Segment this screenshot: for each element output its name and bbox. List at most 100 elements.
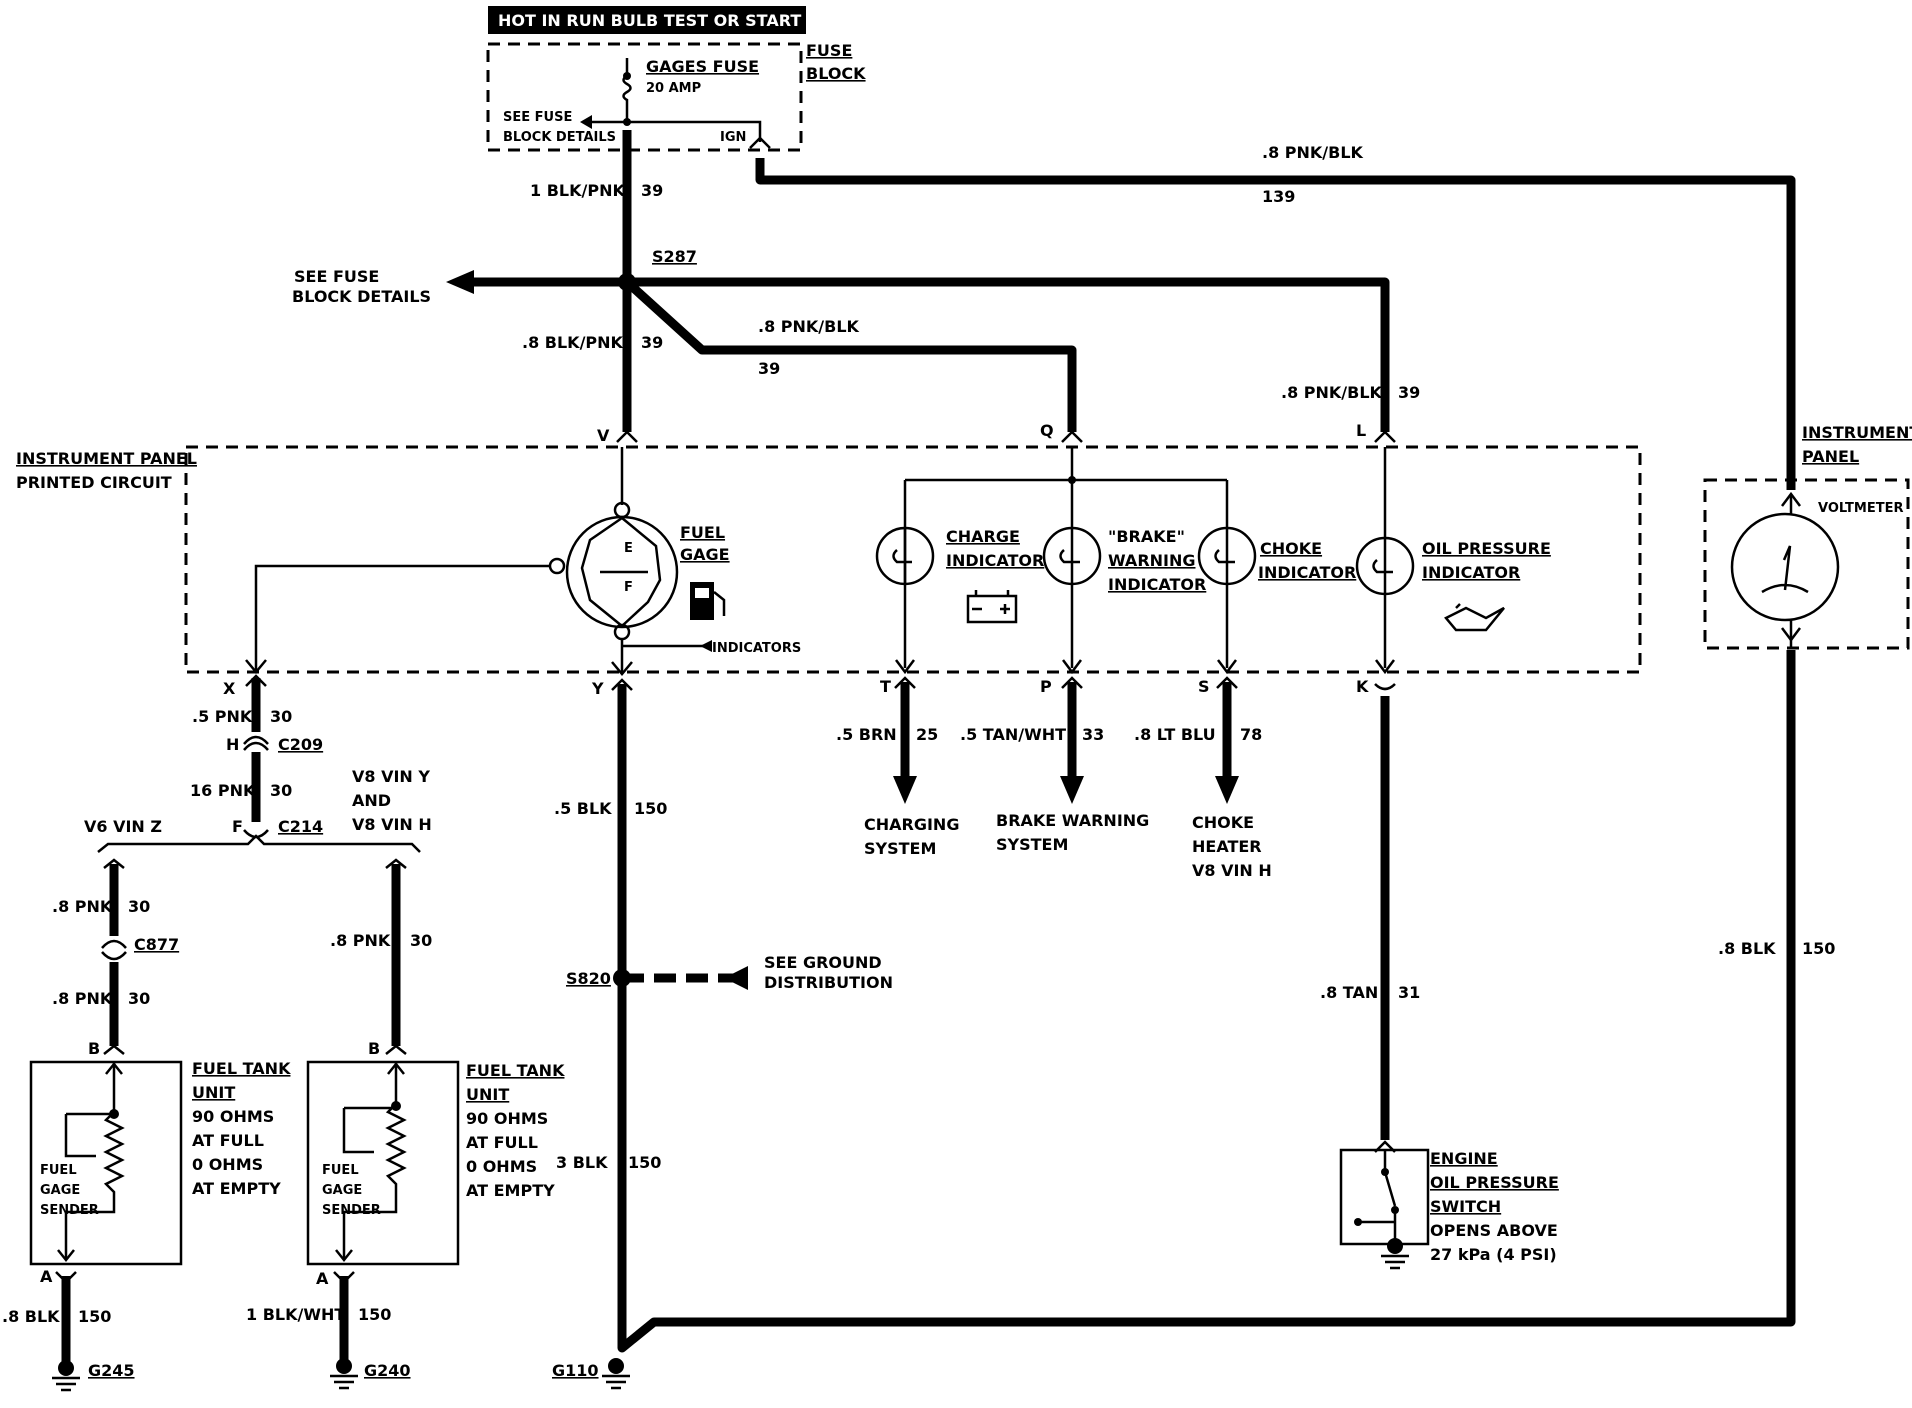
tank-1-top-arrow <box>105 1061 123 1075</box>
tank-1-pin-a: A <box>40 1267 53 1286</box>
voltmeter-label: VOLTMETER <box>1818 501 1903 516</box>
fuse-node-top <box>623 72 631 80</box>
wire-39-l-gauge: .8 PNK/BLK <box>1281 383 1383 402</box>
splice-s287-label: S287 <box>652 247 697 266</box>
connector-c209-label: C209 <box>278 735 323 754</box>
pin-p-connector <box>1061 676 1083 689</box>
wire-y-150 <box>617 650 1796 1353</box>
wire-g245-circuit: 150 <box>78 1307 111 1326</box>
tank-2-spec-2: AT FULL <box>466 1133 538 1152</box>
wire-139 <box>755 158 1796 490</box>
v6-top-connector <box>103 858 125 869</box>
pin-p-inner-arrow <box>1062 659 1082 675</box>
voltmeter-dial <box>1730 512 1840 622</box>
tank-2-title-1: FUEL TANK <box>466 1061 565 1080</box>
wire-139-circuit: 139 <box>1262 187 1295 206</box>
wire-139-gauge: .8 PNK/BLK <box>1262 143 1364 162</box>
wire-v8-circuit: 30 <box>410 931 432 950</box>
wire-v8-gauge: .8 PNK <box>330 931 391 950</box>
fuel-gage-f-mark: F <box>624 580 633 595</box>
voltmeter-panel-label-1: INSTRUMENT <box>1802 423 1912 442</box>
charging-system-label-1: CHARGING <box>864 815 959 834</box>
connector-c209 <box>243 735 269 751</box>
oil-switch-connector <box>1374 1140 1396 1153</box>
tank-1-spec-2: AT FULL <box>192 1131 264 1150</box>
pin-t-label: T <box>880 677 891 696</box>
choke-indicator-label-2: INDICATOR <box>1258 563 1356 582</box>
variant-v8-label-1: V8 VIN Y <box>352 767 430 786</box>
tank-2-pin-b: B <box>368 1039 380 1058</box>
oil-switch-note-2: 27 kPa (4 PSI) <box>1430 1245 1557 1264</box>
ground-g240-label: G240 <box>364 1361 411 1380</box>
tank-1-sender <box>64 1062 125 1258</box>
tank-2-spec-4: AT EMPTY <box>466 1181 555 1200</box>
oil-switch-node-1 <box>1381 1168 1389 1176</box>
wire-g240-gauge: 1 BLK/WHT <box>246 1305 345 1324</box>
brake-indicator-bulb <box>1042 526 1102 586</box>
tank-2-sender-label-1: FUEL <box>322 1163 359 1178</box>
indicators-arrowhead <box>700 640 712 652</box>
tank-2-title-2: UNIT <box>466 1085 509 1104</box>
brake-indicator-label-3: INDICATOR <box>1108 575 1206 594</box>
ground-see-2: DISTRIBUTION <box>764 973 893 992</box>
pin-s-label: S <box>1198 677 1210 696</box>
tank-1-sender-label-1: FUEL <box>40 1163 77 1178</box>
wire-t-circuit: 25 <box>916 725 938 744</box>
choke-bulb-filament <box>1214 549 1235 564</box>
banner-box <box>488 6 806 34</box>
tank-1-title-2: UNIT <box>192 1083 235 1102</box>
fuse-see-details-1: SEE FUSE <box>503 110 572 125</box>
brake-bulb-filament <box>1059 549 1080 564</box>
wire-v6-bottom-gauge: .8 PNK <box>52 989 113 1008</box>
fuel-gage-windings <box>580 516 662 627</box>
wire-39-q <box>623 278 1077 432</box>
choke-heater-label-2: HEATER <box>1192 837 1262 856</box>
wire-y-circuit: 150 <box>634 799 667 818</box>
pin-y-connector <box>611 678 633 691</box>
instrument-panel-title-1: INSTRUMENT PANEL <box>16 449 197 468</box>
pin-v-label: V <box>597 426 610 445</box>
connector-f-label: F <box>232 817 243 836</box>
fuel-gage-left-terminal <box>548 557 566 575</box>
gages-fuse-rating: 20 AMP <box>646 81 701 96</box>
splice-see-fuse-2: BLOCK DETAILS <box>292 287 431 306</box>
tank-2-b-connector <box>385 1044 407 1055</box>
instrument-panel-outline <box>184 445 1642 674</box>
tank-2-top-arrow <box>387 1061 405 1075</box>
wire-s-circuit: 78 <box>1240 725 1262 744</box>
fuel-gage-label-1: FUEL <box>680 523 725 542</box>
wire-volt-gnd-gauge: .8 BLK <box>1718 939 1776 958</box>
variant-v8-label-3: V8 VIN H <box>352 815 432 834</box>
wire-39-top-circuit: 39 <box>641 181 663 200</box>
wire-39-mid-gauge: .8 BLK/PNK <box>522 333 624 352</box>
connector-h-label: H <box>226 735 239 754</box>
charging-arrowhead <box>893 776 917 804</box>
wire-v6-top-gauge: .8 PNK <box>52 897 113 916</box>
wire-s-gauge: .8 LT BLU <box>1134 725 1216 744</box>
fuel-gage-to-x-line <box>254 564 550 670</box>
tank-2-box <box>306 1060 460 1266</box>
wire-y-gauge: .5 BLK <box>554 799 612 818</box>
ground-see-1: SEE GROUND <box>764 953 882 972</box>
pin-l-connector <box>1374 430 1396 443</box>
indicators-label: INDICATORS <box>712 641 801 656</box>
charging-system-label-2: SYSTEM <box>864 839 936 858</box>
fuse-ign-label: IGN <box>720 130 746 145</box>
fuse-see-details-2: BLOCK DETAILS <box>503 130 616 145</box>
wire-39-l-circuit: 39 <box>1398 383 1420 402</box>
wire-h-circuit: 30 <box>270 781 292 800</box>
wire-g245-gauge: .8 BLK <box>2 1307 60 1326</box>
choke-indicator-bulb <box>1197 526 1257 586</box>
battery-icon <box>966 590 1018 624</box>
connector-c877 <box>101 939 127 961</box>
pin-y-inner-arrow <box>611 661 633 676</box>
tank-2-pin-a: A <box>316 1269 329 1288</box>
fuel-pump-icon <box>690 582 726 620</box>
wire-k-gauge: .8 TAN <box>1320 983 1378 1002</box>
charge-bulb-filament <box>892 528 912 584</box>
tank-1-spec-1: 90 OHMS <box>192 1107 274 1126</box>
wire-x-gauge: .5 PNK <box>192 707 253 726</box>
tank-2-sender <box>342 1062 407 1258</box>
brake-system-label-2: SYSTEM <box>996 835 1068 854</box>
